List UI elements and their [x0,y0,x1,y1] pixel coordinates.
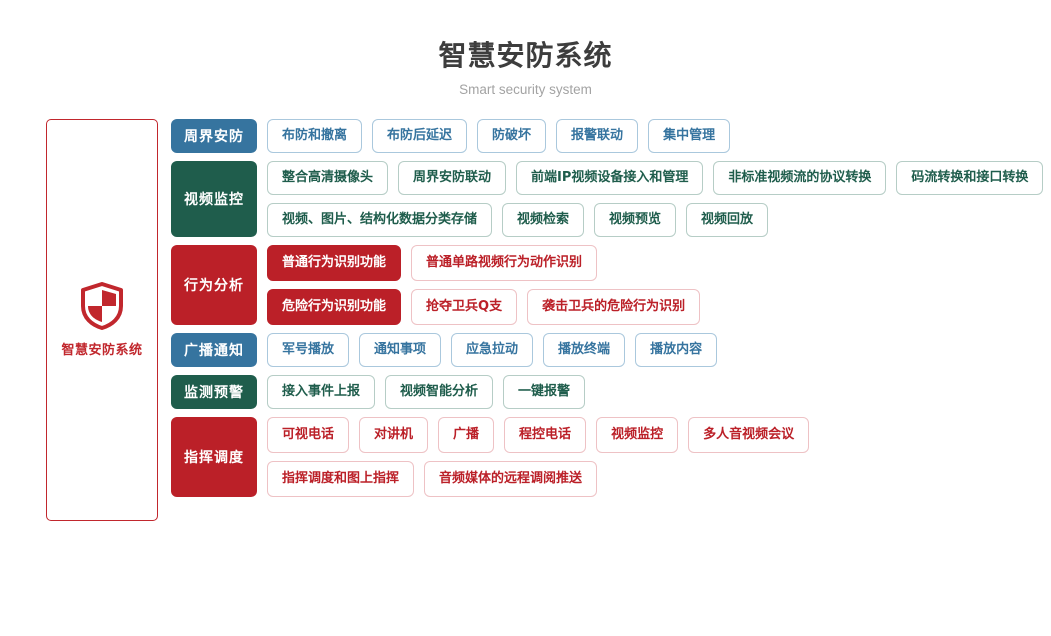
row-items: 接入事件上报视频智能分析一键报警 [267,375,1051,409]
row-items: 整合高清摄像头周界安防联动前端IP视频设备接入和管理非标准视频流的协议转换码流转… [267,161,1051,237]
feature-chip[interactable]: 码流转换和接口转换 [896,161,1044,195]
row-items: 布防和撤离布防后延迟防破坏报警联动集中管理 [267,119,1051,153]
category-label-2[interactable]: 视频监控 [171,161,257,237]
row-item-line: 整合高清摄像头周界安防联动前端IP视频设备接入和管理非标准视频流的协议转换码流转… [267,161,1051,195]
category-row: 周界安防布防和撤离布防后延迟防破坏报警联动集中管理 [171,119,1051,153]
row-items: 军号播放通知事项应急拉动播放终端播放内容 [267,333,1051,367]
feature-chip[interactable]: 广播 [438,417,495,453]
feature-chip[interactable]: 集中管理 [648,119,731,153]
feature-chip[interactable]: 程控电话 [504,417,587,453]
feature-group-label[interactable]: 普通行为识别功能 [267,245,402,281]
shield-icon [80,282,124,330]
category-row: 指挥调度可视电话对讲机广播程控电话视频监控多人音视频会议指挥调度和图上指挥音频媒… [171,417,1051,497]
feature-chip[interactable]: 视频回放 [686,203,769,237]
feature-chip[interactable]: 周界安防联动 [398,161,507,195]
category-row: 视频监控整合高清摄像头周界安防联动前端IP视频设备接入和管理非标准视频流的协议转… [171,161,1051,237]
feature-chip[interactable]: 通知事项 [359,333,442,367]
category-row: 行为分析普通行为识别功能普通单路视频行为动作识别危险行为识别功能抢夺卫兵Q支袭击… [171,245,1051,325]
feature-chip[interactable]: 抢夺卫兵Q支 [411,289,518,325]
feature-chip[interactable]: 非标准视频流的协议转换 [713,161,887,195]
category-rows: 周界安防布防和撤离布防后延迟防破坏报警联动集中管理视频监控整合高清摄像头周界安防… [171,119,1051,497]
feature-chip[interactable]: 视频智能分析 [385,375,494,409]
feature-chip[interactable]: 多人音视频会议 [688,417,810,453]
row-item-line: 布防和撤离布防后延迟防破坏报警联动集中管理 [267,119,1051,153]
category-row: 监测预警接入事件上报视频智能分析一键报警 [171,375,1051,409]
feature-chip[interactable]: 军号播放 [267,333,350,367]
row-items: 普通行为识别功能普通单路视频行为动作识别危险行为识别功能抢夺卫兵Q支袭击卫兵的危… [267,245,1051,325]
row-item-line: 危险行为识别功能抢夺卫兵Q支袭击卫兵的危险行为识别 [267,289,1051,325]
feature-chip[interactable]: 指挥调度和图上指挥 [267,461,415,497]
feature-chip[interactable]: 对讲机 [359,417,429,453]
feature-chip[interactable]: 视频检索 [502,203,585,237]
feature-chip[interactable]: 防破坏 [477,119,547,153]
feature-chip[interactable]: 视频预览 [594,203,677,237]
brand-label: 智慧安防系统 [61,343,143,358]
feature-chip[interactable]: 接入事件上报 [267,375,376,409]
row-item-line: 可视电话对讲机广播程控电话视频监控多人音视频会议 [267,417,1051,453]
diagram-body: 智慧安防系统 周界安防布防和撤离布防后延迟防破坏报警联动集中管理视频监控整合高清… [0,119,1051,521]
category-label-3[interactable]: 行为分析 [171,245,257,325]
feature-chip[interactable]: 布防后延迟 [372,119,468,153]
feature-chip[interactable]: 应急拉动 [451,333,534,367]
brand-panel: 智慧安防系统 [46,119,158,521]
feature-chip[interactable]: 普通单路视频行为动作识别 [411,245,598,281]
feature-chip[interactable]: 整合高清摄像头 [267,161,389,195]
row-item-line: 普通行为识别功能普通单路视频行为动作识别 [267,245,1051,281]
page-title: 智慧安防系统 [438,39,613,72]
page-subtitle: Smart security system [459,82,592,97]
feature-chip[interactable]: 音频媒体的远程调阅推送 [424,461,598,497]
feature-chip[interactable]: 一键报警 [503,375,586,409]
row-item-line: 军号播放通知事项应急拉动播放终端播放内容 [267,333,1051,367]
feature-chip[interactable]: 前端IP视频设备接入和管理 [516,161,704,195]
row-item-line: 接入事件上报视频智能分析一键报警 [267,375,1051,409]
feature-group-label[interactable]: 危险行为识别功能 [267,289,402,325]
feature-chip[interactable]: 布防和撤离 [267,119,363,153]
category-label-1[interactable]: 周界安防 [171,119,257,153]
feature-chip[interactable]: 可视电话 [267,417,350,453]
row-item-line: 指挥调度和图上指挥音频媒体的远程调阅推送 [267,461,1051,497]
feature-chip[interactable]: 袭击卫兵的危险行为识别 [527,289,701,325]
page-header: 智慧安防系统 Smart security system [0,0,1051,97]
category-label-5[interactable]: 监测预警 [171,375,257,409]
feature-chip[interactable]: 播放内容 [635,333,718,367]
row-item-line: 视频、图片、结构化数据分类存储视频检索视频预览视频回放 [267,203,1051,237]
category-label-4[interactable]: 广播通知 [171,333,257,367]
category-label-6[interactable]: 指挥调度 [171,417,257,497]
category-row: 广播通知军号播放通知事项应急拉动播放终端播放内容 [171,333,1051,367]
feature-chip[interactable]: 播放终端 [543,333,626,367]
feature-chip[interactable]: 视频监控 [596,417,679,453]
feature-chip[interactable]: 视频、图片、结构化数据分类存储 [267,203,493,237]
feature-chip[interactable]: 报警联动 [556,119,639,153]
row-items: 可视电话对讲机广播程控电话视频监控多人音视频会议指挥调度和图上指挥音频媒体的远程… [267,417,1051,497]
